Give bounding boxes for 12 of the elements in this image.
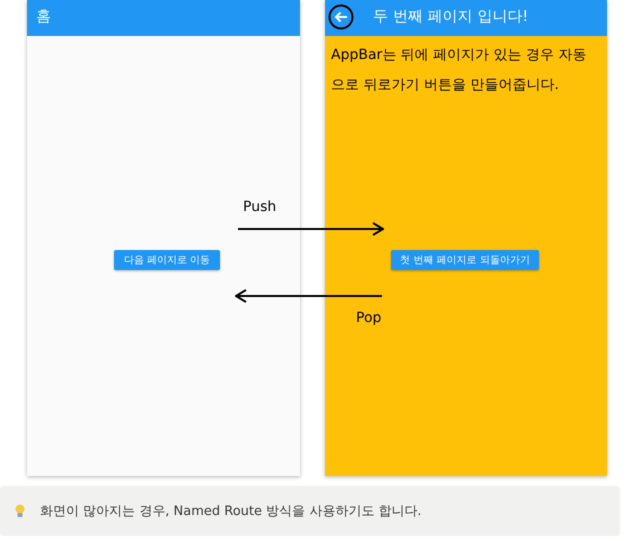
button: 다음 페이지로 이동 xyxy=(114,250,220,270)
arrow xyxy=(238,222,384,236)
edge-label: Push xyxy=(243,199,276,215)
callout-text: 화면이 많아지는 경우, Named Route 방식을 사용하기도 합니다. xyxy=(40,503,422,520)
phone-screen xyxy=(325,0,607,476)
button: 첫 번째 페이지로 되돌아가기 xyxy=(391,250,539,270)
edge-label: Pop xyxy=(356,310,382,326)
app-bar-title: 두 번째 페이지 입니다! xyxy=(373,7,528,26)
phone-screen xyxy=(27,0,300,476)
app-bar-title: 홈 xyxy=(36,7,51,26)
body-text: AppBar는 뒤에 페이지가 있는 경우 자동으로 뒤로가기 버튼을 만들어줍니다. xyxy=(331,46,588,95)
arrow xyxy=(235,289,382,303)
